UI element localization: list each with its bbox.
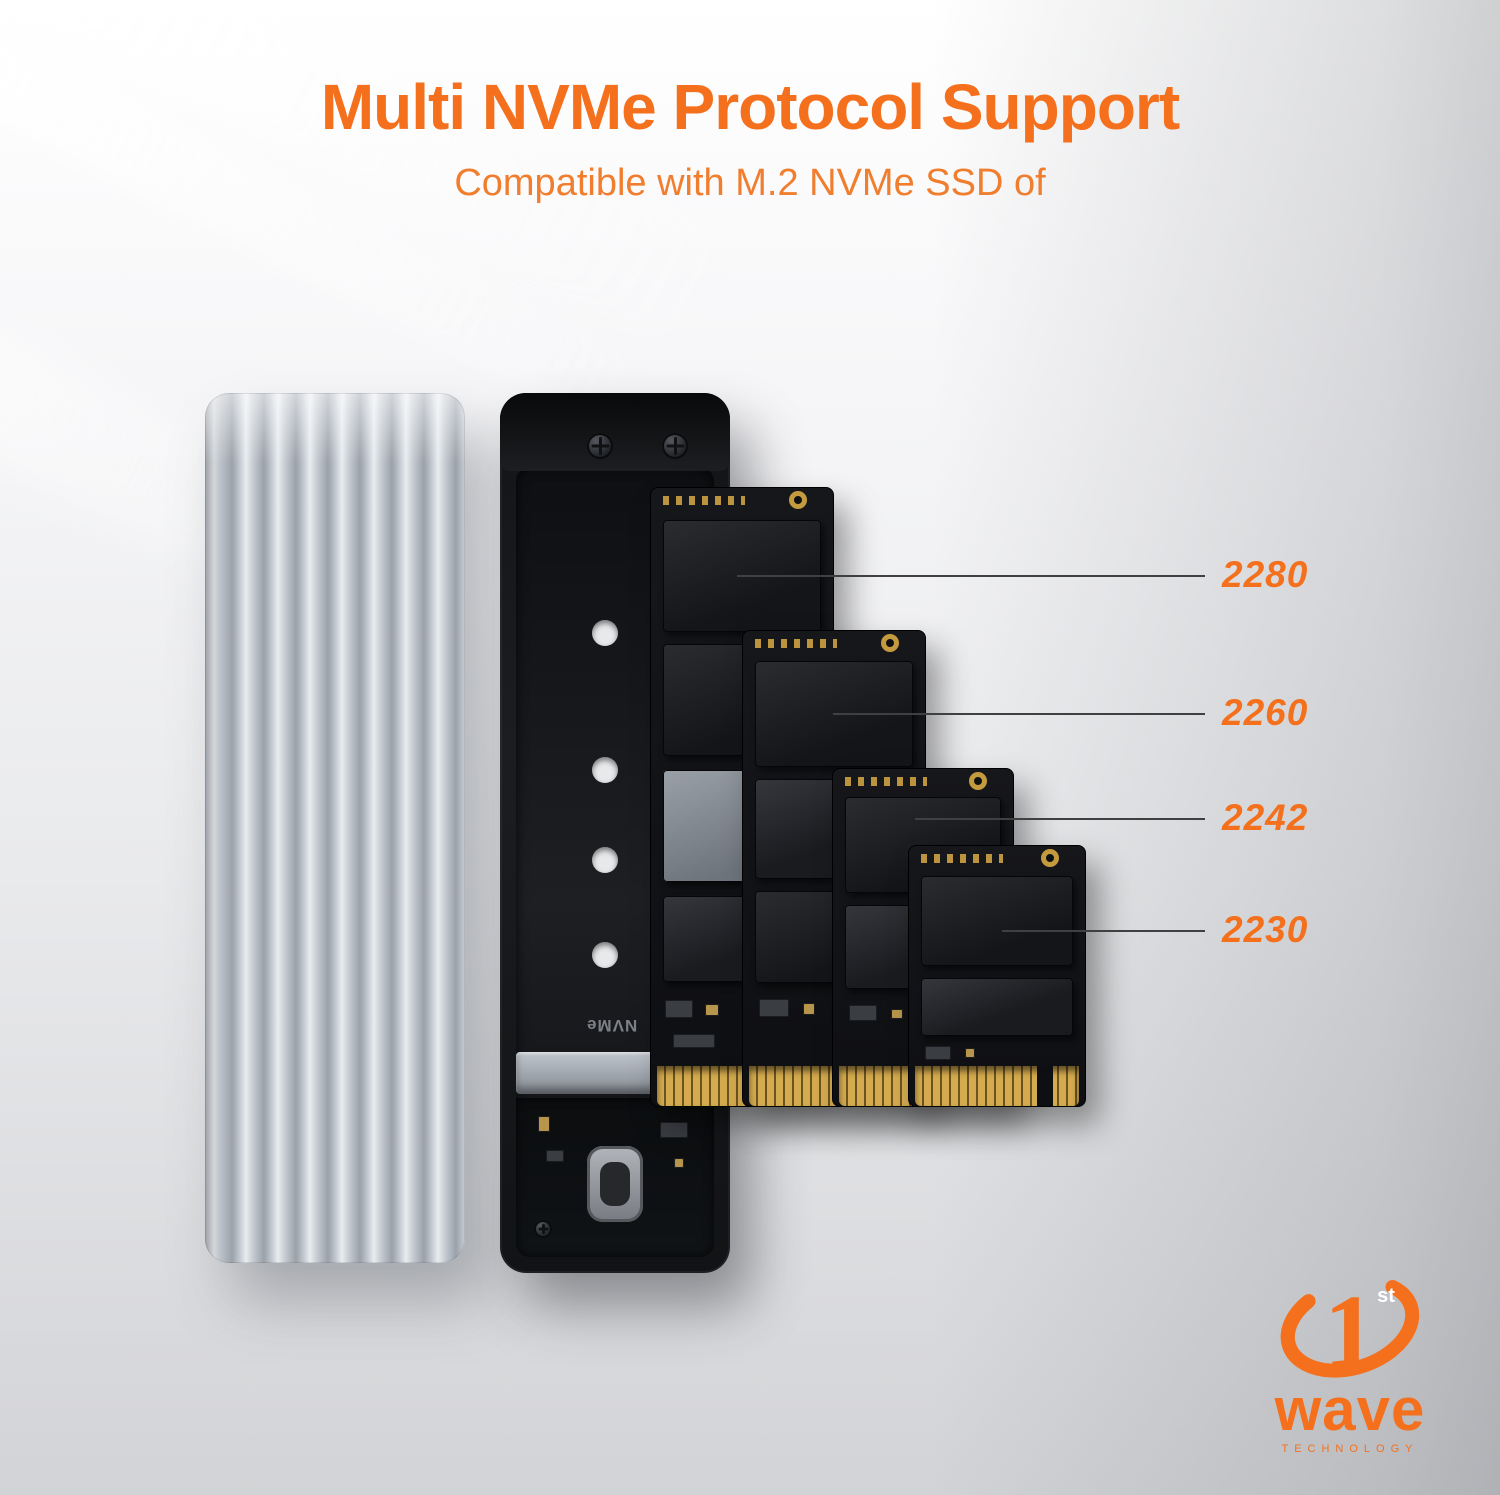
nand-chip xyxy=(921,978,1073,1036)
brand-logo: 1 st wave TECHNOLOGY xyxy=(1274,1274,1426,1455)
ssd-2230 xyxy=(908,845,1086,1107)
enclosure-top-cap xyxy=(500,393,730,471)
edge-connector xyxy=(915,1066,1079,1106)
screw-icon xyxy=(587,433,613,459)
usb-c-port xyxy=(587,1146,643,1222)
pcb-nvme-marking: NVMe xyxy=(586,1016,638,1035)
screw-icon xyxy=(662,433,688,459)
callout-line-2280 xyxy=(737,575,1205,577)
pcb-component xyxy=(660,1122,688,1138)
logo-swoosh-front xyxy=(1280,1274,1420,1378)
pcb-component xyxy=(674,1158,684,1168)
pcb-component xyxy=(891,1009,903,1019)
pcb-component xyxy=(849,1005,877,1021)
gold-pads xyxy=(663,496,745,505)
screw-notch xyxy=(789,491,807,509)
pcb-component xyxy=(925,1046,951,1060)
pcb-component xyxy=(673,1034,715,1048)
heatsink-shell xyxy=(205,393,465,1263)
page-subtitle: Compatible with M.2 NVMe SSD of xyxy=(454,162,1046,204)
standoff-hole xyxy=(592,757,618,783)
logo-brand-text: wave xyxy=(1274,1376,1426,1443)
screw-notch xyxy=(881,634,899,652)
callout-label-2230: 2230 xyxy=(1222,909,1309,950)
pcb-component xyxy=(705,1004,719,1016)
screw-notch xyxy=(1041,849,1059,867)
callout-label-2280: 2280 xyxy=(1222,554,1309,595)
screw-notch xyxy=(969,772,987,790)
logo-numeral: 1 xyxy=(1324,1274,1376,1389)
standoff-hole xyxy=(592,620,618,646)
enclosure-pcb xyxy=(516,1098,714,1257)
gold-pads xyxy=(845,777,927,786)
callout-line-2242 xyxy=(915,818,1205,820)
pcb-component xyxy=(965,1048,975,1058)
standoff-hole xyxy=(592,847,618,873)
screw-icon xyxy=(534,1220,552,1238)
pcb-component xyxy=(759,999,789,1017)
logo-tagline: TECHNOLOGY xyxy=(1281,1443,1418,1455)
nand-chip xyxy=(921,876,1073,966)
callout-line-2260 xyxy=(833,713,1205,715)
pcb-component xyxy=(538,1116,550,1132)
callout-line-2230 xyxy=(1002,930,1205,932)
callout-label-2242: 2242 xyxy=(1222,797,1309,838)
pcb-component xyxy=(803,1003,815,1015)
standoff-hole xyxy=(592,942,618,968)
page-title: Multi NVMe Protocol Support xyxy=(320,71,1180,143)
pcb-component xyxy=(665,1000,693,1018)
logo-superscript: st xyxy=(1377,1285,1395,1307)
pcb-component xyxy=(546,1150,564,1162)
gold-pads xyxy=(755,639,837,648)
gold-pads xyxy=(921,854,1003,863)
callout-label-2260: 2260 xyxy=(1222,692,1309,733)
